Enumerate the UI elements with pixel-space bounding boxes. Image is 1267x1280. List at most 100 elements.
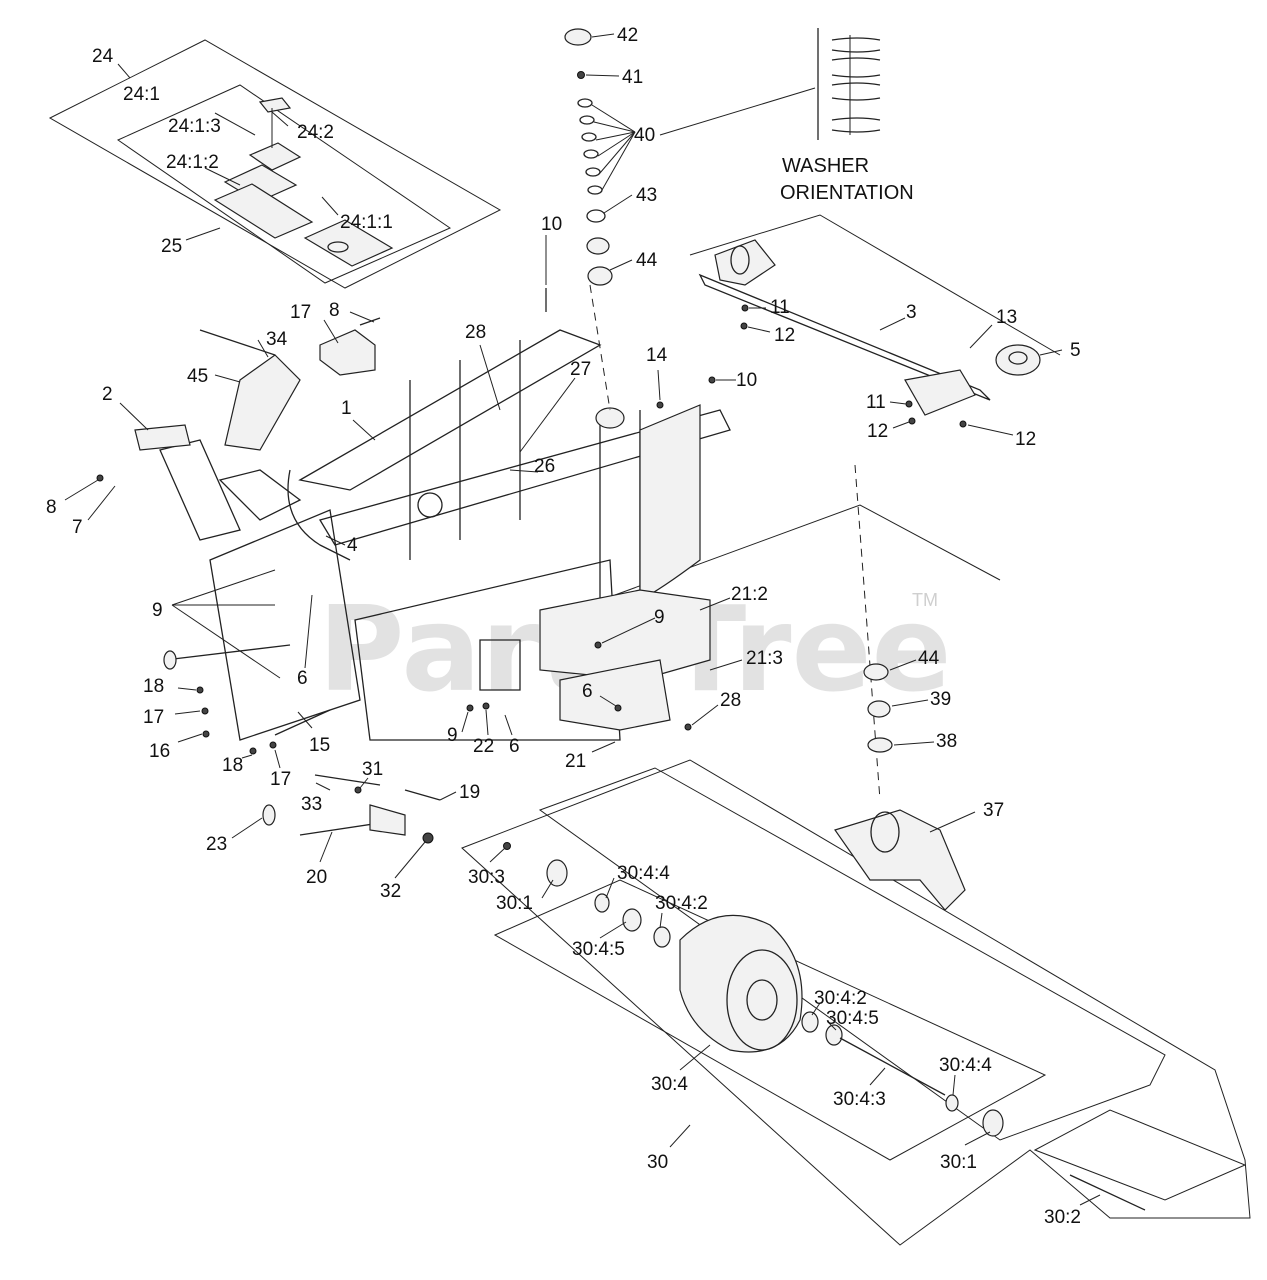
callout-30-3: 30:3	[468, 867, 505, 888]
callout-18-low: 18	[222, 755, 243, 776]
callout-17-top: 17	[290, 302, 311, 323]
spindle-left-hub	[730, 245, 750, 275]
washer-43	[586, 209, 606, 223]
callout-30: 30	[647, 1152, 668, 1173]
washer-stack-icon	[831, 37, 881, 133]
frame-block	[479, 639, 521, 691]
callout-30-4-4-low: 30:4:4	[939, 1055, 992, 1076]
frame-bend	[287, 469, 351, 561]
bearing-44-right	[863, 663, 889, 681]
callout-9-mid: 9	[654, 607, 665, 628]
rod-34	[199, 329, 276, 356]
rod-front	[164, 644, 291, 661]
box-24-1	[116, 84, 452, 284]
bolt-9-mid	[594, 641, 602, 649]
callout-40: 40	[634, 125, 655, 146]
bearing-30-4-5-low	[825, 1024, 843, 1046]
callout-30-4-2-top: 30:4:2	[655, 893, 708, 914]
callout-12-top: 12	[774, 325, 795, 346]
bolt-30-2	[1069, 1174, 1146, 1211]
rear-wheel-assembly	[503, 842, 1146, 1211]
callout-34: 34	[266, 329, 288, 350]
tank-21	[559, 659, 671, 731]
steering-housing	[595, 407, 625, 429]
callout-7: 7	[72, 517, 83, 538]
front-axle-assembly	[698, 239, 1041, 416]
rim-30-4	[726, 949, 798, 1051]
bushing-39	[867, 700, 891, 718]
callout-3: 3	[906, 302, 917, 323]
callout-41: 41	[622, 67, 643, 88]
callout-24-1-2: 24:1:2	[166, 152, 219, 173]
box-21-guide	[614, 504, 1001, 596]
washer-17-mid	[201, 707, 209, 715]
bushing-23	[262, 804, 276, 826]
callout-11-right: 11	[866, 392, 886, 413]
frame-right-rail	[319, 409, 731, 546]
callout-20: 20	[306, 867, 327, 888]
spacer-30-4-4-low	[945, 1094, 959, 1112]
callout-6-left: 6	[297, 668, 308, 689]
callout-25: 25	[161, 236, 182, 257]
box-30-4	[493, 879, 1047, 1161]
callout-24-2: 24:2	[297, 122, 334, 143]
bolt-9-low	[466, 704, 474, 712]
callout-21: 21	[565, 751, 586, 772]
part-24-2	[258, 97, 292, 113]
bolt-8-top	[359, 317, 381, 326]
box-3-guide	[689, 214, 1061, 356]
callout-12-right: 12	[1015, 429, 1036, 450]
callout-18-top: 18	[143, 676, 164, 697]
callout-45: 45	[187, 366, 208, 387]
box-24	[48, 39, 502, 289]
fork-37	[834, 809, 966, 911]
bolt-28-right	[684, 723, 692, 731]
washer-40-d	[583, 149, 599, 159]
bolt-6-mid	[614, 704, 622, 712]
watermark-trademark: TM	[912, 590, 938, 610]
bearing-44-seat	[587, 266, 613, 286]
nut-41	[577, 71, 585, 79]
callout-24-1-3: 24:1:3	[168, 116, 221, 137]
rim-hub	[746, 979, 778, 1021]
tank-assembly	[539, 589, 711, 731]
frame-uprights	[409, 340, 521, 560]
part-16	[202, 730, 210, 738]
hub-5-center	[1008, 351, 1028, 365]
box-30-inner	[538, 767, 1166, 1141]
bearing-30-4-5-top	[622, 908, 642, 932]
washer-38	[867, 737, 893, 753]
plate-lower	[213, 183, 314, 239]
callout-21-2: 21:2	[731, 584, 768, 605]
callout-9-left: 9	[152, 600, 163, 621]
fork-37-pivot	[870, 811, 900, 853]
callout-10-right: 10	[736, 370, 757, 391]
washer-17-low	[269, 741, 277, 749]
callout-22: 22	[473, 736, 494, 757]
spacer-30-1-low	[982, 1109, 1004, 1137]
leader-lines	[64, 33, 1101, 1206]
box-30-2	[1033, 1109, 1247, 1201]
bracket-17	[319, 329, 376, 376]
bolt-18-low	[249, 747, 257, 755]
callout-13: 13	[996, 307, 1017, 328]
link-20-clevis	[369, 804, 406, 836]
callout-33: 33	[301, 794, 322, 815]
steering-axis	[589, 284, 611, 411]
plate-24-1-3	[248, 142, 302, 171]
bolt-11-top	[741, 304, 749, 312]
callout-31: 31	[362, 759, 383, 780]
bearing-30-4-2-top	[653, 926, 671, 948]
washer-note-line1: WASHER	[782, 155, 869, 177]
callout-28-right: 28	[720, 690, 741, 711]
bolt-14	[656, 401, 664, 409]
spacer-30-1-top	[546, 859, 568, 887]
washer-leader	[659, 87, 816, 136]
bolt-12-top	[740, 322, 748, 330]
washer-40-c	[581, 132, 597, 142]
bracket-7	[159, 439, 241, 541]
callout-44-top: 44	[636, 250, 658, 271]
bolt-12-right	[959, 420, 967, 428]
washer-orientation-inset: WASHER ORIENTATION	[659, 28, 914, 204]
callout-8-top: 8	[329, 300, 340, 321]
